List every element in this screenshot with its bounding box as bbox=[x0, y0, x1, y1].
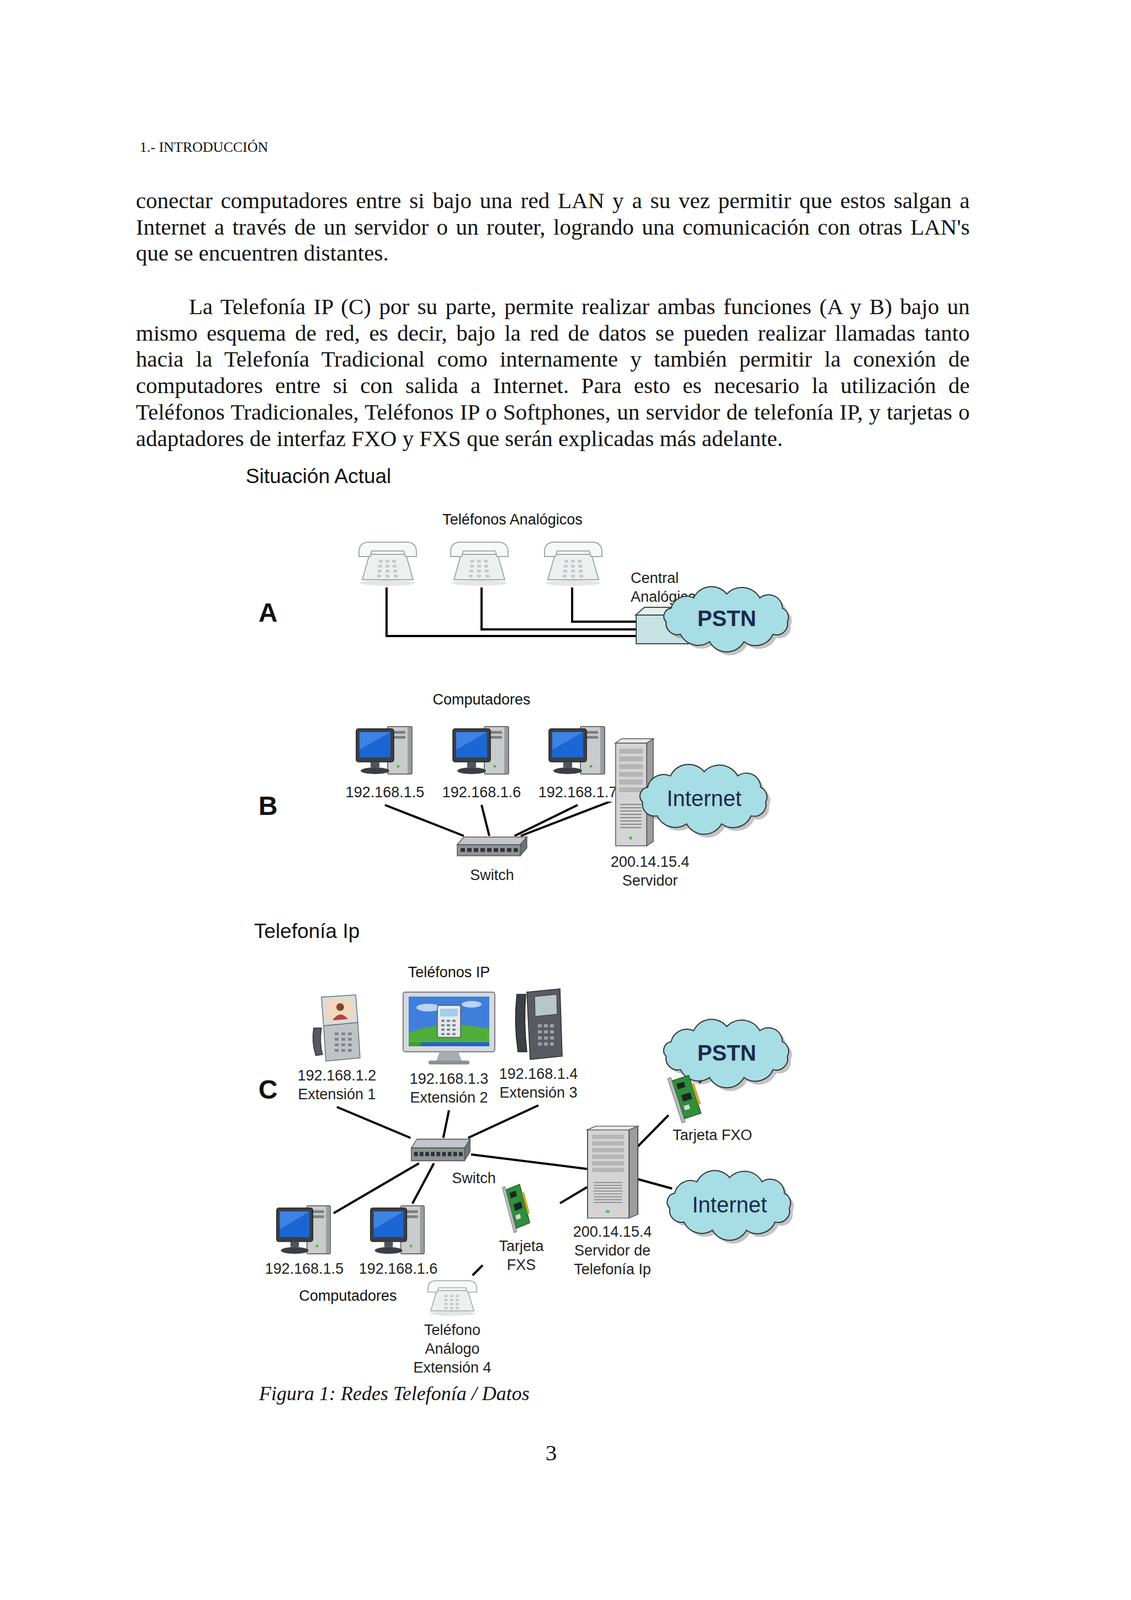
connector-line bbox=[472, 1265, 483, 1276]
device-label: Switch bbox=[468, 865, 516, 885]
device-label: 200.14.15.4 bbox=[609, 852, 691, 872]
connector-line bbox=[336, 1107, 411, 1139]
ip-phone-icon bbox=[513, 987, 564, 1062]
body-paragraph: La Telefonía IP (C) por su parte, permit… bbox=[135, 293, 970, 452]
device-label: Extensión 2 bbox=[408, 1088, 489, 1108]
computer-icon bbox=[451, 724, 512, 778]
device-label: Extensión 1 bbox=[296, 1085, 377, 1104]
device-label: Switch bbox=[450, 1169, 498, 1188]
analog-phone-icon bbox=[358, 542, 417, 586]
interface-card-icon bbox=[503, 1178, 533, 1235]
device-label: Tarjeta FXS bbox=[485, 1237, 557, 1275]
cloud-label: PSTN bbox=[696, 605, 758, 632]
computer-node: 192.168.1.6 bbox=[353, 1203, 443, 1279]
switch-icon bbox=[410, 1138, 472, 1164]
connector-line bbox=[443, 1110, 449, 1139]
computer-node: 192.168.1.5 bbox=[260, 1203, 349, 1279]
computer-node: 192.168.1.5 bbox=[342, 724, 428, 802]
device-label: 192.168.1.7 bbox=[537, 783, 619, 802]
page-header: 1.- INTRODUCCIÓN bbox=[139, 138, 269, 157]
device-label: 192.168.1.3 bbox=[408, 1069, 490, 1089]
phone-wire bbox=[481, 587, 637, 630]
connector-line bbox=[471, 1154, 588, 1170]
connector-line bbox=[412, 1163, 435, 1204]
connector-line bbox=[514, 805, 578, 837]
device-label: Extensión 3 bbox=[498, 1083, 579, 1103]
section-letter: C bbox=[258, 1073, 278, 1107]
group-label: Teléfonos Analógicos bbox=[442, 510, 583, 530]
device-label: 192.168.1.5 bbox=[344, 783, 426, 802]
computer-icon bbox=[275, 1203, 334, 1258]
device-label: 192.168.1.6 bbox=[357, 1259, 440, 1279]
connector-line bbox=[637, 1179, 673, 1189]
server-node: 200.14.15.4Servidor de Telefonía Ip bbox=[560, 1125, 665, 1280]
computer-icon bbox=[354, 724, 416, 778]
ip-phone-node: 192.168.1.4Extensión 3 bbox=[491, 987, 586, 1103]
device-label: 192.168.1.2 bbox=[296, 1066, 378, 1086]
computer-node: 192.168.1.6 bbox=[439, 724, 525, 802]
phone-wire bbox=[386, 587, 637, 637]
section-letter: A bbox=[258, 596, 278, 630]
section-letter: B bbox=[258, 789, 278, 823]
switch-icon bbox=[456, 836, 528, 859]
device-label: Tarjeta FXO bbox=[671, 1126, 754, 1145]
device-label: Servidor de Telefonía Ip bbox=[560, 1241, 665, 1280]
computer-icon bbox=[368, 1203, 428, 1258]
section-title: Situación Actual bbox=[245, 463, 391, 490]
ip-phone-node: 192.168.1.2Extensión 1 bbox=[289, 994, 384, 1104]
switch-node: Switch bbox=[453, 836, 531, 885]
switch-node: Switch bbox=[435, 1138, 513, 1188]
device-label: 200.14.15.4 bbox=[572, 1222, 654, 1242]
cloud-label: Internet bbox=[665, 785, 743, 812]
cloud-label: PSTN bbox=[696, 1039, 758, 1067]
section-title: Telefonía Ip bbox=[254, 918, 360, 945]
server-icon bbox=[587, 1125, 638, 1220]
analog-phone-icon bbox=[544, 542, 602, 586]
fxo-card-node: Tarjeta FXO bbox=[668, 1069, 757, 1145]
device-label: 192.168.1.5 bbox=[263, 1259, 346, 1279]
analog-phone-node: Teléfono Análogo Extensión 4 bbox=[403, 1275, 502, 1378]
group-label: Teléfonos IP bbox=[408, 963, 491, 982]
device-label: Servidor bbox=[621, 871, 680, 891]
phone-wire bbox=[572, 587, 637, 622]
analog-phone-icon bbox=[450, 542, 509, 586]
device-label: 192.168.1.4 bbox=[498, 1064, 580, 1084]
connector-line bbox=[520, 799, 616, 837]
ip-phone-icon bbox=[311, 994, 363, 1064]
connector-line bbox=[637, 1115, 669, 1147]
computer-icon bbox=[547, 724, 609, 778]
analog-phone-icon bbox=[424, 1275, 481, 1317]
network-cloud: PSTN bbox=[653, 583, 800, 654]
softphone-icon bbox=[400, 990, 498, 1067]
computer-node: 192.168.1.7 bbox=[535, 724, 621, 802]
fxs-card-node: Tarjeta FXS bbox=[485, 1178, 557, 1275]
figure-caption: Figura 1: Redes Telefonía / Datos bbox=[259, 1381, 530, 1407]
network-cloud: PSTN bbox=[653, 1015, 800, 1091]
cloud-label: Internet bbox=[690, 1191, 769, 1219]
network-cloud: Internet bbox=[630, 760, 779, 837]
group-label: Computadores bbox=[432, 690, 531, 710]
connector-line bbox=[384, 805, 464, 837]
network-cloud: Internet bbox=[657, 1166, 802, 1244]
device-label: 192.168.1.6 bbox=[441, 783, 523, 802]
interface-card-icon bbox=[668, 1069, 705, 1125]
body-paragraph: conectar computadores entre si bajo una … bbox=[135, 187, 970, 267]
connector-line bbox=[481, 805, 490, 837]
page-number: 3 bbox=[545, 1439, 558, 1468]
connector-line bbox=[559, 1187, 588, 1204]
device-label: Teléfono Análogo Extensión 4 bbox=[403, 1320, 502, 1378]
softphone-node: 192.168.1.3Extensión 2 bbox=[399, 990, 499, 1108]
group-label: Computadores bbox=[298, 1286, 397, 1306]
connector-line bbox=[468, 1105, 539, 1139]
